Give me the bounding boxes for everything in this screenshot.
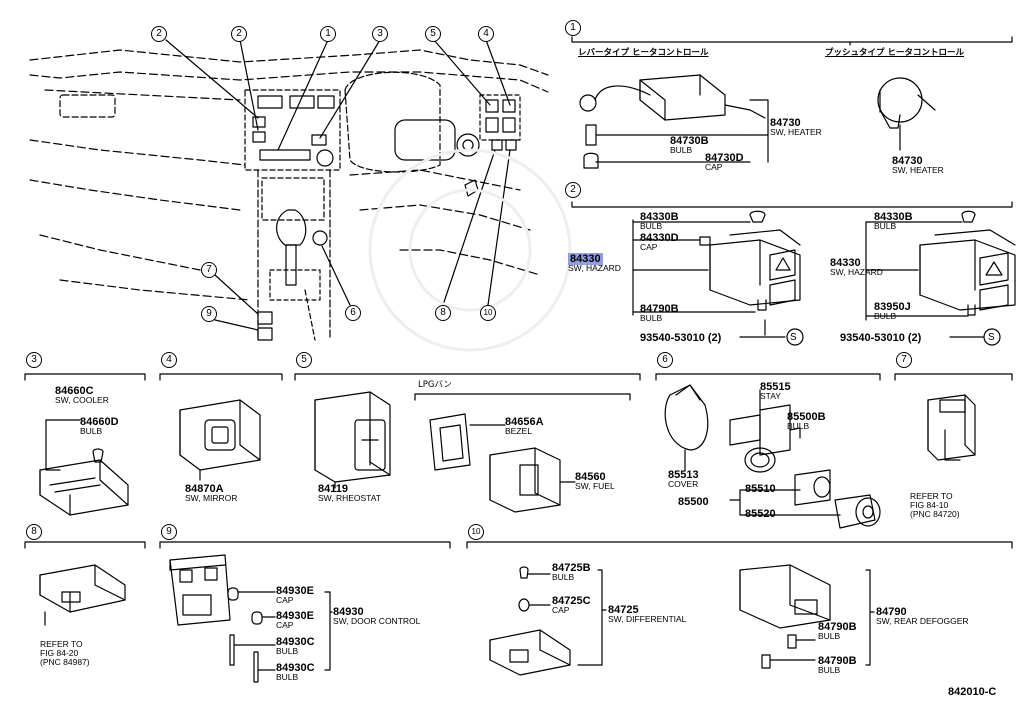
differential-switch bbox=[489, 566, 607, 676]
fuel-switch-bezel bbox=[429, 413, 506, 471]
callout-8[interactable]: 8 bbox=[435, 305, 451, 321]
callout-10[interactable]: 10 bbox=[480, 305, 496, 321]
fuel-switch bbox=[489, 447, 576, 513]
section-9-num: 9 bbox=[161, 524, 177, 540]
part-85510[interactable]: 85510 bbox=[745, 483, 776, 495]
hazard-switch-left bbox=[632, 210, 804, 346]
screw-symbol-right: S bbox=[988, 332, 995, 343]
dashboard-overview bbox=[29, 39, 549, 341]
section-10-num: 10 bbox=[468, 524, 484, 540]
callout-2b[interactable]: 2 bbox=[231, 26, 247, 42]
callout-6[interactable]: 6 bbox=[345, 305, 361, 321]
part-85500[interactable]: 85500 bbox=[678, 496, 709, 508]
callout-7[interactable]: 7 bbox=[201, 262, 217, 278]
switch-7 bbox=[927, 394, 976, 461]
callout-3[interactable]: 3 bbox=[372, 26, 388, 42]
section-frames bbox=[24, 36, 1013, 549]
section-5-num: 5 bbox=[296, 352, 312, 368]
callout-5[interactable]: 5 bbox=[425, 26, 441, 42]
push-type-title: プッシュタイプ ヒータコントロール bbox=[825, 48, 964, 58]
hazard-switch-right bbox=[865, 210, 1016, 346]
heater-switch-push bbox=[877, 77, 936, 151]
section-4-num: 4 bbox=[161, 352, 177, 368]
callout-1[interactable]: 1 bbox=[320, 26, 336, 42]
rear-defogger-switch bbox=[739, 564, 875, 669]
door-control-switch bbox=[169, 554, 333, 683]
watermark-emblem bbox=[368, 148, 572, 352]
callout-9[interactable]: 9 bbox=[201, 306, 217, 322]
part-85520[interactable]: 85520 bbox=[745, 508, 776, 520]
lpg-van-label: LPGバン bbox=[418, 380, 452, 390]
callout-4[interactable]: 4 bbox=[478, 26, 494, 42]
part-93540-right[interactable]: 93540-53010 (2) bbox=[840, 332, 922, 344]
section-2-num: 2 bbox=[565, 182, 581, 198]
part-93540-left[interactable]: 93540-53010 (2) bbox=[640, 332, 722, 344]
section-1-num: 1 bbox=[565, 20, 581, 36]
heater-switch-lever bbox=[579, 74, 769, 169]
rheostat-switch bbox=[314, 391, 391, 489]
diagram-id: 842010-C bbox=[948, 686, 997, 698]
switch-8 bbox=[39, 564, 126, 626]
callout-2a[interactable]: 2 bbox=[151, 26, 167, 42]
screw-symbol-left: S bbox=[790, 332, 797, 343]
section-6-num: 6 bbox=[657, 352, 673, 368]
section-8-num: 8 bbox=[26, 524, 42, 540]
mirror-switch bbox=[179, 399, 261, 481]
section-3-num: 3 bbox=[26, 352, 42, 368]
lever-type-title: レバータイプ ヒータコントロール bbox=[578, 48, 709, 58]
cooler-switch bbox=[39, 419, 129, 516]
section-7-num: 7 bbox=[896, 352, 912, 368]
cigarette-lighter bbox=[664, 384, 881, 529]
